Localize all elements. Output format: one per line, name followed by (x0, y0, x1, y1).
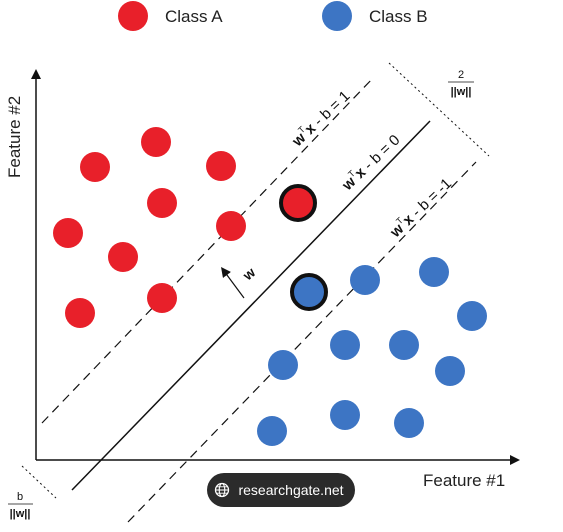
x-axis-label: Feature #1 (423, 471, 505, 490)
lower-margin-equation: wTx - b = -1 (385, 174, 455, 242)
class-b-point (419, 257, 449, 287)
class-b-point (394, 408, 424, 438)
class-b-point (330, 400, 360, 430)
class-b-point (257, 416, 287, 446)
legend-class-b-label: Class B (369, 7, 428, 26)
class-b-points (257, 257, 487, 446)
class-b-point (350, 265, 380, 295)
normal-vector-arrow (221, 266, 245, 299)
support-vector-class-b (290, 273, 328, 311)
axes: Feature #2 Feature #1 (5, 69, 520, 490)
margin-fraction-numerator: 2 (458, 69, 464, 81)
class-a-point (147, 283, 177, 313)
support-vector-class-a (279, 184, 317, 222)
upper-margin-equation: wTx - b = 1 (287, 86, 353, 150)
class-a-points (53, 127, 246, 328)
class-a-point (141, 127, 171, 157)
hyperplanes: wTx - b = 1 wTx - b = 0 wTx - b = -1 2 |… (8, 62, 490, 523)
upper-margin-line (41, 76, 375, 424)
watermark-text: researchgate.net (238, 482, 344, 498)
normal-vector: w (221, 264, 258, 299)
bias-fraction: b ||w|| (8, 491, 33, 520)
decision-boundary-line (71, 120, 431, 491)
class-b-point (268, 350, 298, 380)
class-b-point (457, 301, 487, 331)
bias-fraction-denominator: ||w|| (10, 508, 31, 520)
decision-boundary-equation: wTx - b = 0 (337, 130, 403, 194)
margin-fraction-denominator: ||w|| (451, 86, 472, 98)
legend-class-a-swatch (118, 1, 148, 31)
researchgate-watermark[interactable]: researchgate.net (207, 473, 355, 507)
class-b-point (435, 356, 465, 386)
y-axis-label: Feature #2 (5, 96, 24, 178)
class-a-point (53, 218, 83, 248)
legend-class-b-swatch (322, 1, 352, 31)
legend: Class A Class B (118, 1, 428, 31)
class-b-point (389, 330, 419, 360)
margin-fraction: 2 ||w|| (448, 69, 474, 98)
class-a-point (108, 242, 138, 272)
class-a-point (65, 298, 95, 328)
margin-bracket (388, 62, 490, 157)
bias-bracket (21, 465, 57, 499)
support-vectors (279, 184, 328, 311)
normal-vector-label: w (239, 264, 258, 284)
class-a-point (80, 152, 110, 182)
lower-margin-line (127, 161, 477, 523)
globe-icon (214, 482, 230, 498)
class-a-point (206, 151, 236, 181)
bias-fraction-numerator: b (17, 491, 23, 503)
class-b-point (330, 330, 360, 360)
class-a-point (147, 188, 177, 218)
legend-class-a-label: Class A (165, 7, 223, 26)
class-a-point (216, 211, 246, 241)
